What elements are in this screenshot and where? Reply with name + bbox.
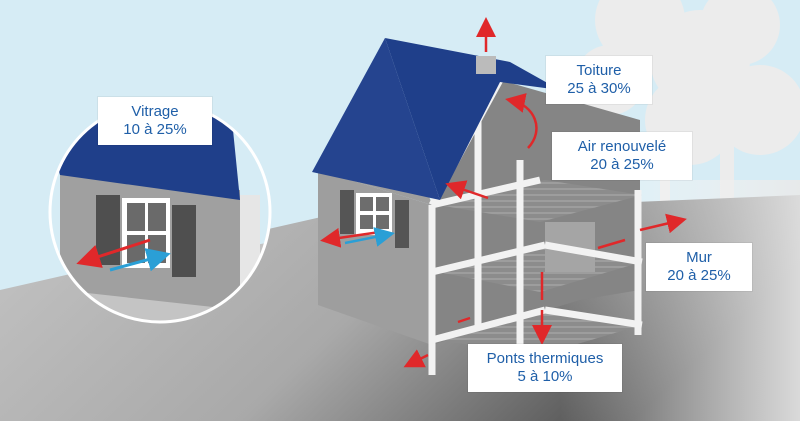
label-air-name: Air renouvelé [577, 138, 667, 155]
label-ponts: Ponts thermiques 5 à 10% [468, 344, 622, 392]
upper-floor [438, 180, 642, 222]
label-vitrage-name: Vitrage [131, 103, 179, 120]
label-vitrage: Vitrage 10 à 25% [98, 97, 212, 145]
label-air: Air renouvelé 20 à 25% [552, 132, 692, 180]
label-ponts-name: Ponts thermiques [486, 350, 604, 367]
roof-front [312, 38, 440, 200]
label-toiture-value: 25 à 30% [567, 80, 631, 97]
label-ponts-value: 5 à 10% [517, 368, 573, 385]
label-toiture-name: Toiture [576, 62, 622, 79]
label-mur-value: 20 à 25% [667, 267, 731, 284]
roof-top [385, 38, 560, 200]
label-toiture: Toiture 25 à 30% [546, 56, 652, 104]
label-mur: Mur 20 à 25% [646, 243, 752, 291]
label-mur-name: Mur [686, 249, 712, 266]
chimney [476, 56, 496, 74]
label-vitrage-value: 10 à 25% [123, 121, 187, 138]
heat-arrows [320, 17, 687, 368]
cold-air-arrow [344, 227, 395, 247]
label-air-value: 20 à 25% [590, 156, 654, 173]
